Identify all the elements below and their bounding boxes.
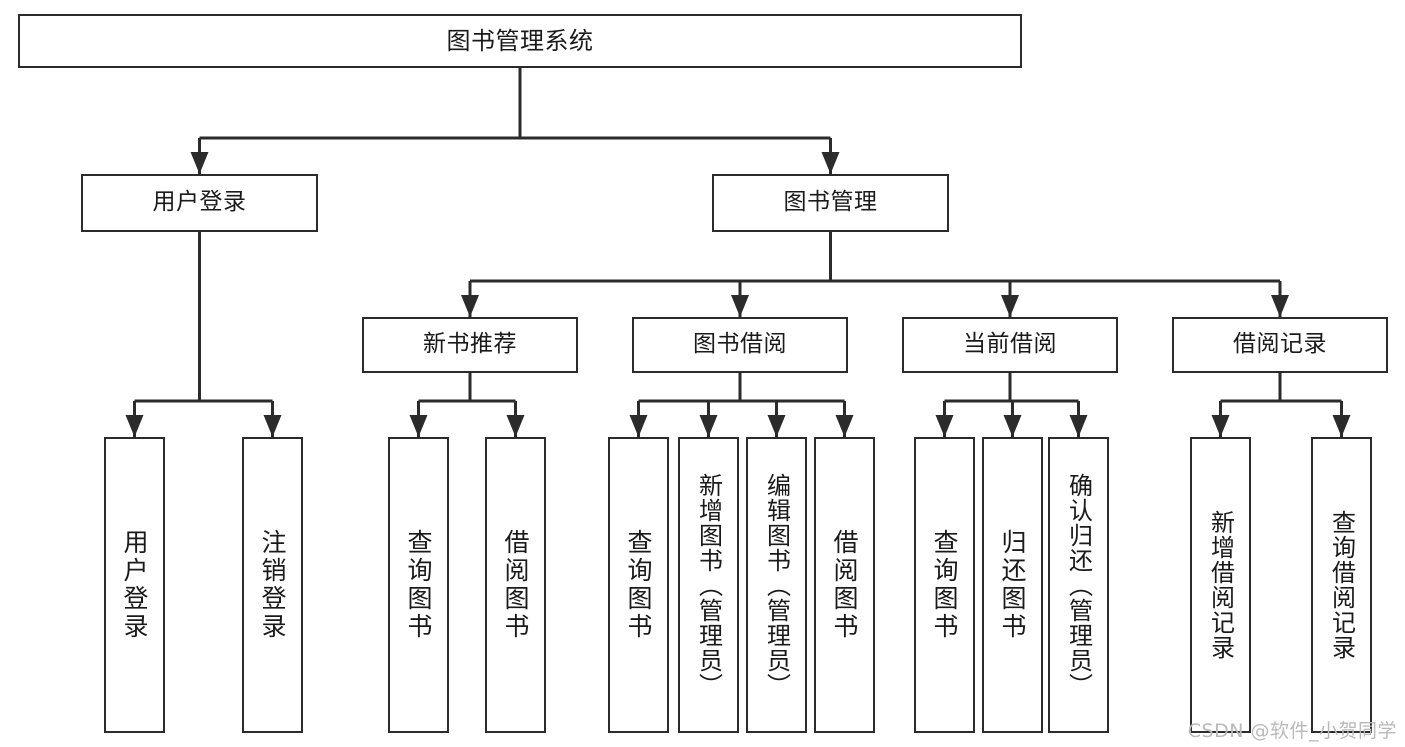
node-label: 新增图书（管理员） xyxy=(694,472,723,698)
node-bookmgmt[interactable]: 图书管理 xyxy=(712,174,949,232)
node-label: 查询图书 xyxy=(930,529,959,641)
connector-arrowhead xyxy=(935,415,954,437)
connector-arrowhead xyxy=(1211,415,1230,437)
node-label: 查询借阅记录 xyxy=(1327,510,1356,660)
node-leaf9[interactable]: 查询图书 xyxy=(914,437,975,733)
node-label: 注销登录 xyxy=(258,529,287,641)
node-leaf12[interactable]: 新增借阅记录 xyxy=(1190,437,1251,733)
node-leaf4[interactable]: 借阅图书 xyxy=(485,437,546,733)
node-label: 确认归还（管理员） xyxy=(1064,472,1093,698)
connector-arrowhead xyxy=(821,152,840,174)
connector-arrowhead xyxy=(461,295,479,317)
node-leaf5[interactable]: 查询图书 xyxy=(608,437,669,733)
node-label: 图书借阅 xyxy=(693,331,787,358)
node-label: 图书管理 xyxy=(783,189,878,216)
connector-arrowhead xyxy=(409,415,428,437)
node-label: 借阅图书 xyxy=(830,529,859,641)
node-label: 查询图书 xyxy=(624,529,653,641)
connector-arrowhead xyxy=(699,415,718,437)
connector-arrowhead xyxy=(629,415,648,437)
node-newbook[interactable]: 新书推荐 xyxy=(362,317,578,373)
connector-arrowhead xyxy=(1069,415,1088,437)
node-label: 借阅图书 xyxy=(501,529,530,641)
connector-arrowhead xyxy=(263,415,282,437)
node-leaf7[interactable]: 编辑图书（管理员） xyxy=(746,437,807,733)
connector-arrowhead xyxy=(1003,415,1022,437)
node-label: 用户登录 xyxy=(120,529,149,641)
node-label: 归还图书 xyxy=(998,529,1027,641)
node-leaf6[interactable]: 新增图书（管理员） xyxy=(678,437,739,733)
node-leaf13[interactable]: 查询借阅记录 xyxy=(1311,437,1372,733)
connector-arrowhead xyxy=(190,152,209,174)
connector-arrowhead xyxy=(506,415,525,437)
node-leaf10[interactable]: 归还图书 xyxy=(982,437,1043,733)
node-label: 图书管理系统 xyxy=(446,26,594,55)
connector-arrowhead xyxy=(1001,295,1019,317)
node-leaf3[interactable]: 查询图书 xyxy=(388,437,449,733)
connector-arrowhead xyxy=(125,415,144,437)
node-label: 编辑图书（管理员） xyxy=(762,472,791,698)
node-label: 查询图书 xyxy=(404,529,433,641)
node-label: 新增借阅记录 xyxy=(1206,510,1235,660)
node-records[interactable]: 借阅记录 xyxy=(1172,317,1388,373)
node-label: 用户登录 xyxy=(152,189,247,216)
node-label: 当前借阅 xyxy=(963,331,1057,358)
node-borrow[interactable]: 图书借阅 xyxy=(632,317,848,373)
node-current[interactable]: 当前借阅 xyxy=(902,317,1118,373)
node-login[interactable]: 用户登录 xyxy=(81,174,318,232)
connector-arrowhead xyxy=(1271,295,1289,317)
connector-arrowhead xyxy=(767,415,786,437)
node-leaf1[interactable]: 用户登录 xyxy=(104,437,165,733)
watermark-label: CSDN @软件_小贺同学 xyxy=(1187,720,1397,742)
node-leaf2[interactable]: 注销登录 xyxy=(242,437,303,733)
node-leaf8[interactable]: 借阅图书 xyxy=(814,437,875,733)
node-root[interactable]: 图书管理系统 xyxy=(18,14,1022,68)
connector-arrowhead xyxy=(731,295,749,317)
connector-arrowhead xyxy=(1332,415,1351,437)
node-label: 借阅记录 xyxy=(1233,331,1327,358)
node-label: 新书推荐 xyxy=(423,331,517,358)
node-leaf11[interactable]: 确认归还（管理员） xyxy=(1048,437,1109,733)
connector-arrowhead xyxy=(835,415,854,437)
